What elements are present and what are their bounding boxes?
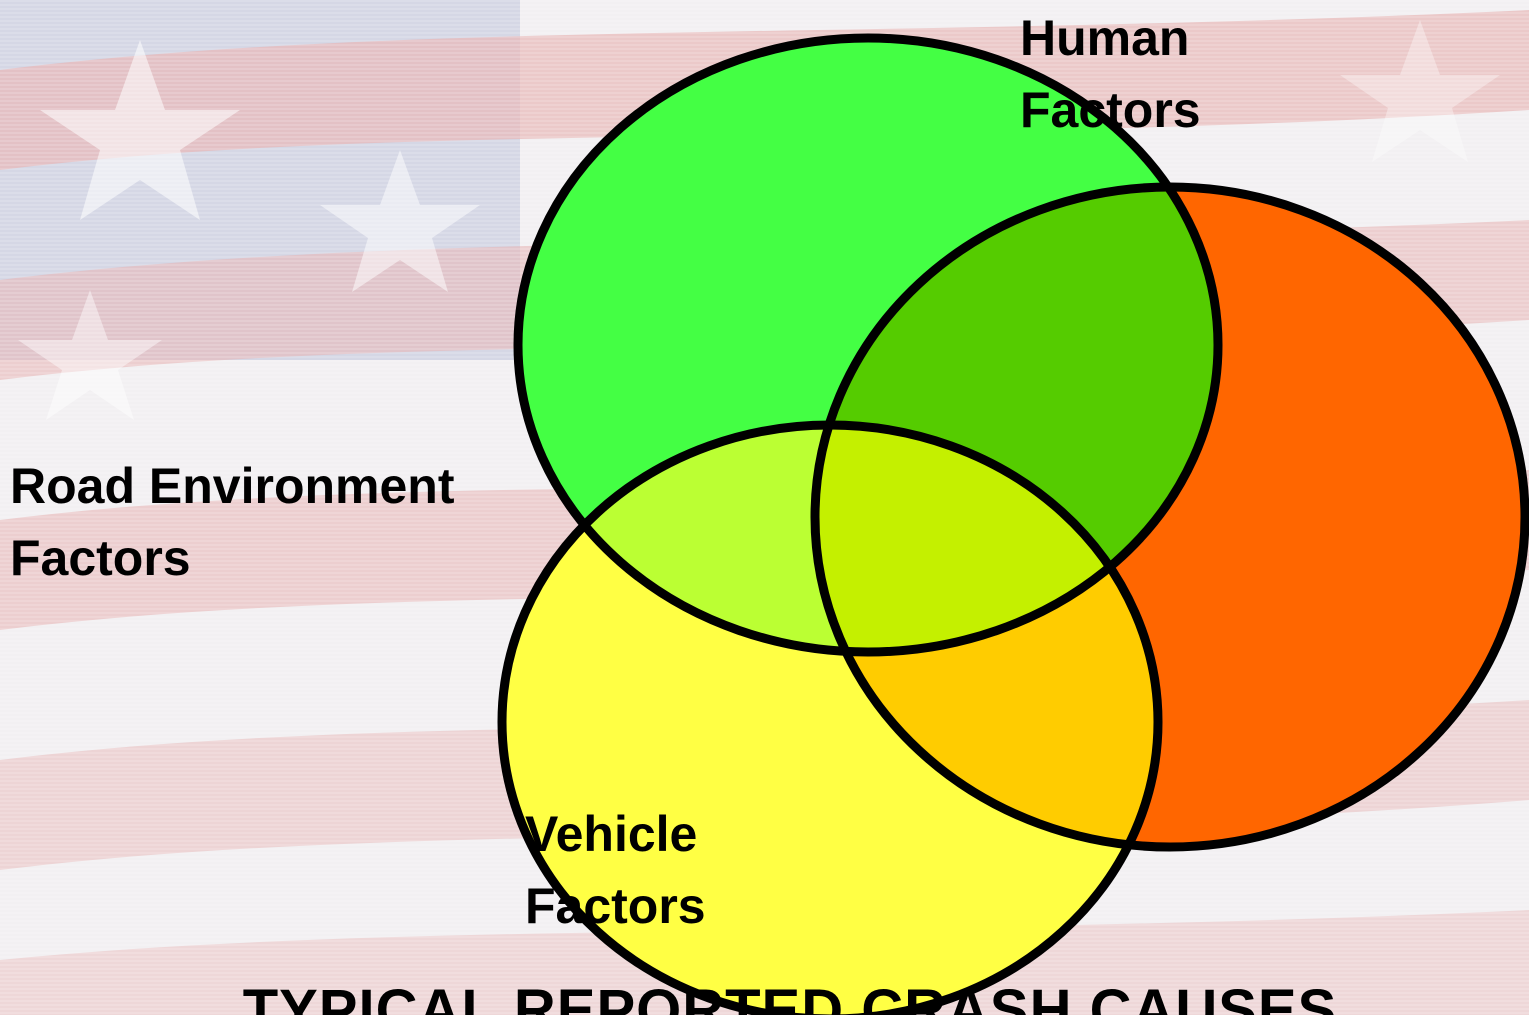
vehicle-factors-label: Vehicle Factors [525,806,706,934]
road-environment-factors-label: Road Environment Factors [10,458,455,586]
center-overlap [815,425,1158,652]
slide-caption: TYPICAL REPORTED CRASH CAUSES [242,978,1338,1015]
vehicle-factors-outline [497,420,1163,1015]
human-factors-label: Human Factors [1020,10,1201,138]
human-factors-outline [513,33,1223,657]
